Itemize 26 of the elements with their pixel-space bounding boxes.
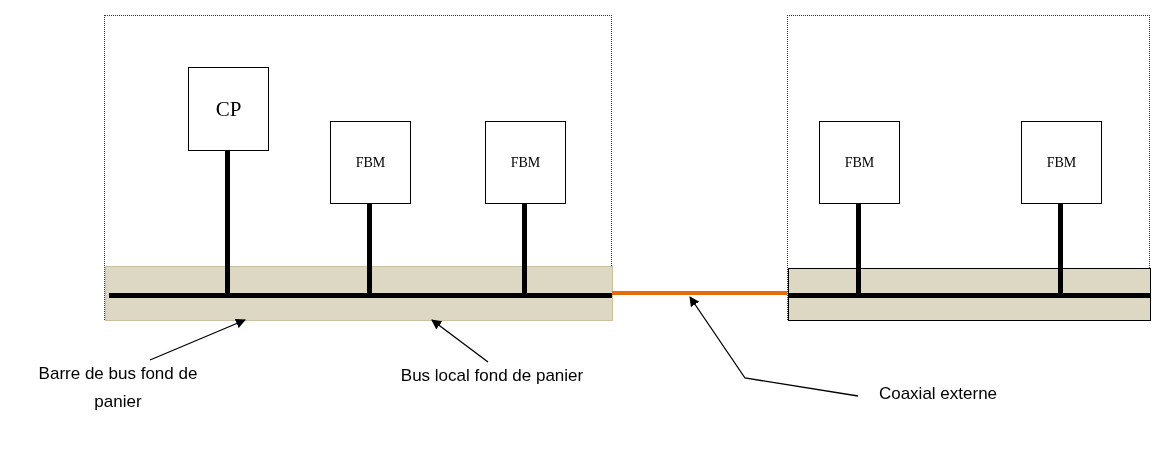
annotation-text: Bus local fond de panier — [400, 366, 584, 385]
leader-arrow — [431, 319, 489, 363]
module-label: CP — [215, 96, 242, 122]
module-label: FBM — [510, 154, 541, 171]
bus-connector — [1058, 203, 1063, 267]
leader-arrow — [149, 318, 246, 361]
module-box — [485, 121, 566, 204]
module-box — [330, 121, 411, 204]
backplane-bar — [105, 266, 613, 321]
leader-arrow — [689, 296, 859, 397]
module-label: FBM — [355, 154, 386, 171]
module-label: FBM — [1046, 154, 1077, 171]
backplane-bar — [788, 268, 1151, 321]
rack-frame — [104, 15, 612, 320]
annotation-text: Barre de bus fond de panier — [38, 364, 198, 412]
module-box — [1021, 121, 1102, 204]
coaxial-cable — [612, 291, 787, 295]
rack-frame — [787, 15, 1150, 320]
bus-connector — [367, 203, 372, 265]
module-label: FBM — [844, 154, 875, 171]
module-box — [188, 67, 269, 151]
annotation-text: Coaxial externe — [878, 384, 998, 403]
bus-connector — [522, 203, 527, 265]
module-box — [819, 121, 900, 204]
bus-connector — [856, 203, 861, 267]
bus-connector — [225, 150, 230, 265]
